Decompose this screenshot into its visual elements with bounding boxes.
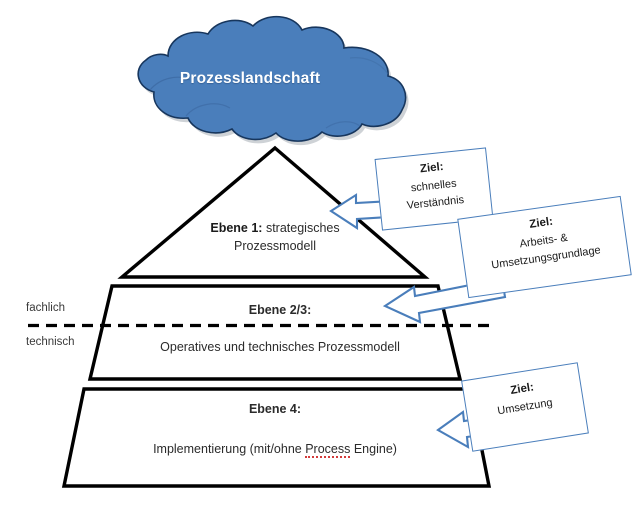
tier-subtitle-ebene-1: Prozessmodell [234, 239, 316, 254]
axis-label-technisch: technisch [26, 336, 75, 348]
tier-heading-ebene-2-3: Ebene 2/3: [248, 303, 312, 317]
cloud-shape [137, 15, 407, 142]
tier-subtitle-ebene-4-after: Engine) [350, 442, 397, 456]
tier-heading-ebene-4: Ebene 4: [248, 402, 302, 416]
tier-shape-ebene-2-3 [87, 284, 463, 381]
tier-heading-inline-ebene-1: strategisches [262, 221, 340, 235]
tier-subtitle-ebene-4: Implementierung (mit/ohne Process Engine… [70, 442, 480, 458]
tier-shape-ebene-4 [61, 387, 492, 488]
tier-subtitle-ebene-2-3: Operatives und technisches Prozessmodell [160, 340, 400, 354]
tier-label-ebene-1: Ebene 1: strategisches Prozessmodell [115, 219, 435, 255]
tier-heading-ebene-1: Ebene 1: [210, 221, 263, 235]
tier-subtitle-ebene-4-before: Implementierung (mit/ohne [153, 442, 306, 456]
cloud-label: Prozesslandschaft [179, 70, 321, 87]
axis-label-fachlich: fachlich [26, 302, 65, 314]
spellcheck-underlined-word: Process [305, 442, 351, 458]
